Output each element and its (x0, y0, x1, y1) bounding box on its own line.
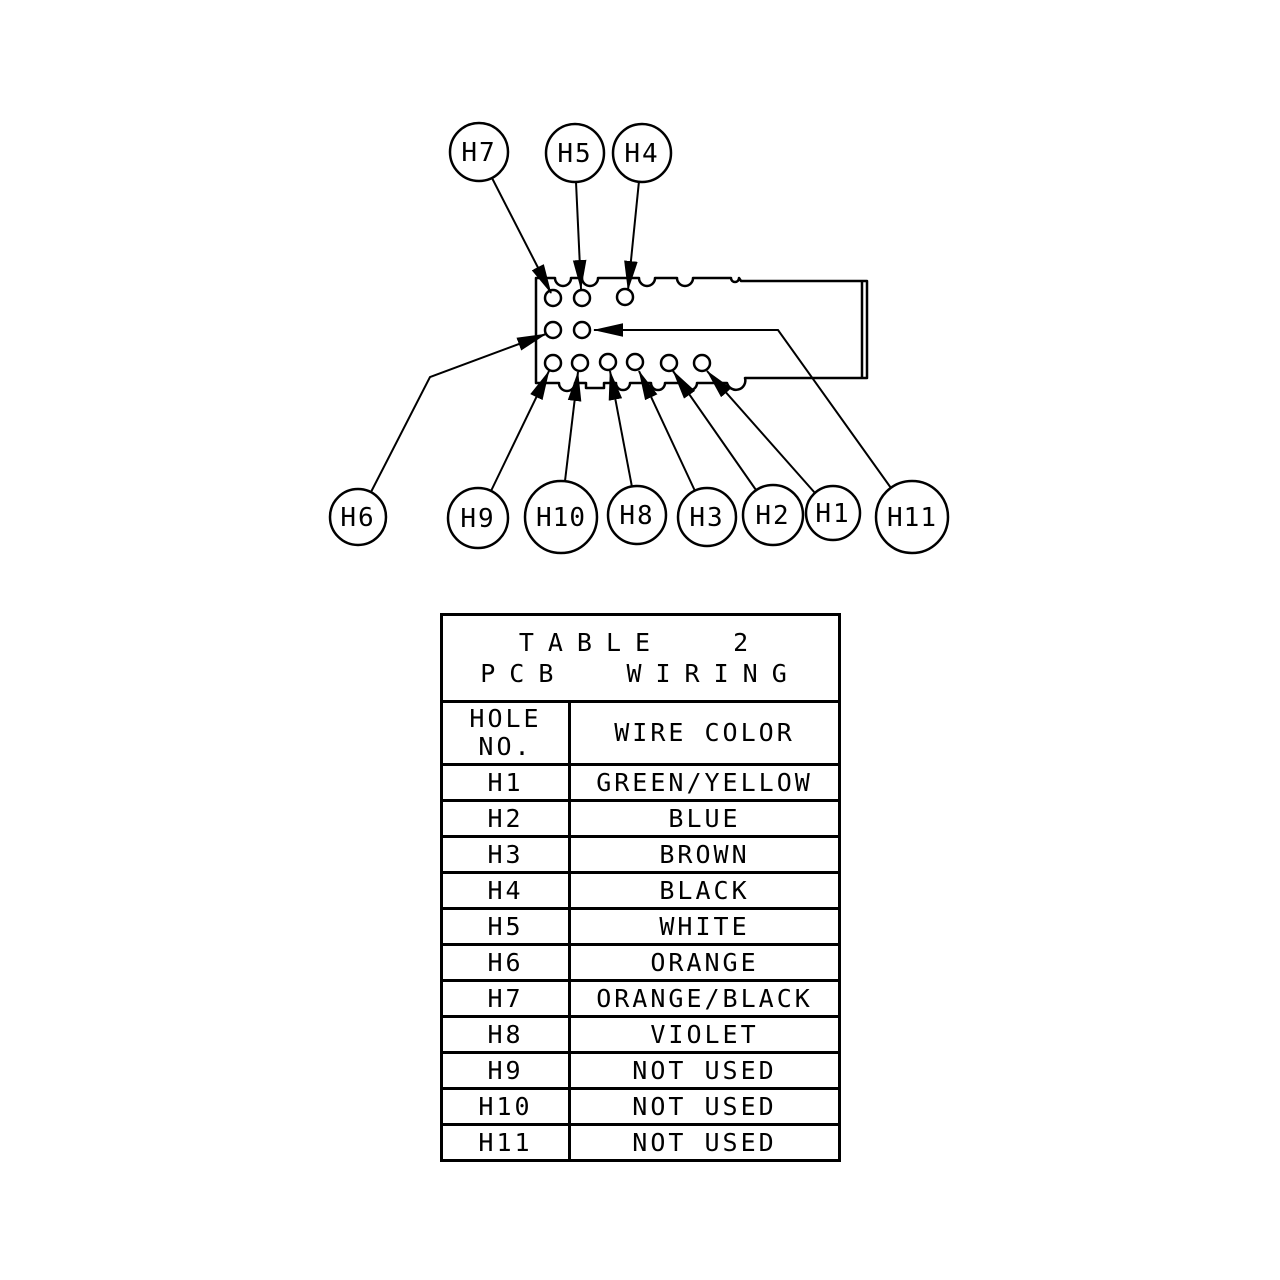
balloon-h6: H6 (328, 487, 388, 547)
leader-h4 (624, 180, 640, 291)
wire-color-cell: GREEN/YELLOW (567, 763, 842, 802)
leader-h10 (564, 371, 582, 482)
column-header-hole-line2: NO. (478, 732, 533, 761)
wire-color-cell: NOT USED (567, 1087, 842, 1126)
callout-balloons: H7 H5 H4 H6 H9 H10 (328, 121, 950, 555)
table-row: H5 WHITE (440, 907, 842, 946)
hole-h2 (659, 353, 679, 373)
balloon-h11: H11 (874, 479, 950, 555)
balloon-h9-label: H9 (460, 504, 495, 534)
hole-h7 (543, 288, 563, 308)
table-row: H9 NOT USED (440, 1051, 842, 1090)
pcb-holes (543, 287, 712, 373)
hole-no-cell: H2 (440, 799, 571, 838)
hole-no-cell: H1 (440, 763, 571, 802)
table-row: H8 VIOLET (440, 1015, 842, 1054)
pcb-callout-diagram: H7 H5 H4 H6 H9 H10 (328, 121, 950, 555)
balloon-h6-label: H6 (340, 503, 375, 533)
wire-color-cell: WHITE (567, 907, 842, 946)
leader-h5 (572, 181, 587, 290)
hole-h3 (625, 352, 645, 372)
table-title-cell: TABLE 2 PCB WIRING (439, 613, 842, 703)
table-row: H6 ORANGE (440, 943, 842, 982)
hole-no-cell: H6 (440, 943, 571, 982)
table-row: H4 BLACK (440, 871, 842, 910)
table-title: TABLE 2 (518, 628, 763, 657)
balloon-h5: H5 (544, 122, 606, 184)
column-header-wire-color: WIRE COLOR (567, 700, 842, 766)
wire-color-cell: ORANGE/BLACK (567, 979, 842, 1018)
leader-h9 (490, 370, 550, 492)
table-row: H7 ORANGE/BLACK (440, 979, 842, 1018)
balloon-h5-label: H5 (557, 139, 592, 169)
leader-h11 (593, 323, 892, 489)
leader-h1 (706, 370, 816, 494)
hole-no-cell: H4 (440, 871, 571, 910)
balloon-h9: H9 (446, 486, 510, 550)
hole-no-cell: H8 (440, 1015, 571, 1054)
hole-h1 (692, 353, 712, 373)
wire-color-cell: NOT USED (567, 1123, 842, 1162)
hole-h4 (615, 287, 635, 307)
hole-no-cell: H10 (440, 1087, 571, 1126)
balloon-h8-label: H8 (619, 501, 654, 531)
pcb-wiring-table: TABLE 2 PCB WIRING HOLE NO. WIRE COLOR H… (439, 613, 842, 1162)
wire-color-cell: ORANGE (567, 943, 842, 982)
balloon-h4: H4 (611, 122, 673, 184)
leader-h2 (672, 370, 757, 491)
balloon-h10-label: H10 (536, 503, 586, 533)
hole-no-cell: H11 (440, 1123, 571, 1162)
leader-lines (370, 177, 892, 494)
table-row: H1 GREEN/YELLOW (440, 763, 842, 802)
hole-h6 (543, 320, 563, 340)
balloon-h11-label: H11 (887, 503, 937, 533)
hole-h9 (543, 353, 563, 373)
leader-h8 (608, 370, 633, 488)
table-row: H11 NOT USED (440, 1123, 842, 1162)
leader-h3 (638, 370, 696, 492)
balloon-h4-label: H4 (624, 139, 659, 169)
balloon-h1-label: H1 (815, 499, 850, 529)
table-row: H2 BLUE (440, 799, 842, 838)
balloon-h3: H3 (676, 486, 738, 548)
wire-color-cell: NOT USED (567, 1051, 842, 1090)
column-header-hole-line1: HOLE (469, 704, 542, 733)
hole-no-cell: H7 (440, 979, 571, 1018)
leader-h7 (491, 177, 552, 294)
column-header-hole-no: HOLE NO. (440, 700, 571, 766)
hole-no-cell: H9 (440, 1051, 571, 1090)
hole-h8 (598, 352, 618, 372)
balloon-h2-label: H2 (755, 501, 790, 531)
wire-color-cell: VIOLET (567, 1015, 842, 1054)
balloon-h1: H1 (804, 484, 862, 542)
table-row: H3 BROWN (440, 835, 842, 874)
table-subtitle: PCB WIRING (480, 659, 801, 688)
balloon-h10: H10 (523, 479, 599, 555)
balloon-h7: H7 (448, 121, 510, 183)
hole-h10 (570, 353, 590, 373)
wire-color-cell: BLACK (567, 871, 842, 910)
hole-no-cell: H5 (440, 907, 571, 946)
leader-h6 (370, 333, 547, 493)
table-row: H10 NOT USED (440, 1087, 842, 1126)
wire-color-cell: BLUE (567, 799, 842, 838)
balloon-h2: H2 (741, 483, 805, 547)
balloon-h3-label: H3 (689, 503, 724, 533)
hole-h11 (572, 320, 592, 340)
balloon-h8: H8 (606, 484, 668, 546)
wire-color-cell: BROWN (567, 835, 842, 874)
hole-h5 (572, 288, 592, 308)
balloon-h7-label: H7 (461, 138, 496, 168)
hole-no-cell: H3 (440, 835, 571, 874)
